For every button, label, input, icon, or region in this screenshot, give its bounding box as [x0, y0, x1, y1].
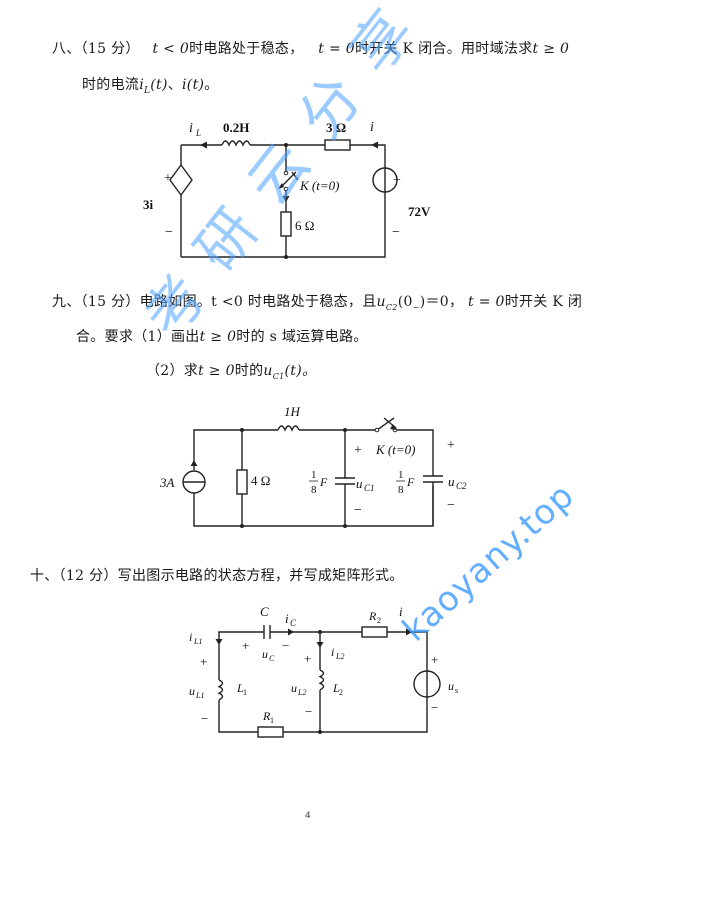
switch-icon	[279, 171, 299, 189]
svg-text:+: +	[200, 654, 207, 669]
svg-text:1: 1	[243, 688, 247, 697]
svg-text:+: +	[304, 651, 311, 666]
svg-text:1: 1	[398, 469, 404, 481]
svg-text:C: C	[260, 604, 269, 619]
svg-text:−: −	[282, 638, 289, 653]
watermark-url: kaoyany.top	[395, 475, 583, 650]
svg-text:L: L	[195, 128, 201, 138]
problem-9-heading: 九、（15 分）	[52, 294, 140, 310]
svg-text:u: u	[189, 684, 195, 698]
svg-text:−: −	[431, 700, 438, 715]
svg-text:−: −	[447, 498, 455, 513]
svg-text:C: C	[269, 654, 275, 663]
capacitor-c2-icon	[423, 475, 443, 483]
svg-text:1: 1	[311, 469, 317, 481]
svg-text:+: +	[354, 443, 362, 458]
svg-text:R: R	[368, 609, 377, 623]
current-source-icon	[182, 470, 206, 494]
svg-text:C: C	[290, 618, 297, 628]
problem-8-line-2: 时的电流iL(t)、i(t)。	[82, 77, 219, 96]
problem-8-heading: 八、（15 分）	[52, 41, 140, 57]
svg-text:i: i	[370, 120, 374, 135]
capacitor-c-icon	[263, 625, 271, 639]
svg-text:−: −	[305, 704, 312, 719]
dependent-source-icon	[169, 163, 193, 197]
svg-text:−: −	[165, 225, 173, 240]
svg-text:s: s	[455, 686, 458, 695]
svg-text:1: 1	[270, 716, 274, 725]
svg-text:L1: L1	[195, 691, 204, 700]
svg-text:F: F	[319, 475, 328, 489]
svg-text:2: 2	[339, 688, 343, 697]
svg-text:K (t=0): K (t=0)	[299, 178, 339, 193]
svg-text:i: i	[285, 611, 289, 626]
svg-text:i: i	[331, 645, 334, 659]
resistor-r1-icon	[257, 726, 284, 738]
svg-text:F: F	[406, 475, 415, 489]
svg-text:u: u	[291, 681, 297, 695]
problem-9-line-3: （2）求t ≥ 0时的uC1(t)。	[146, 363, 317, 381]
svg-text:u: u	[448, 474, 455, 489]
problem-9-line-1: 九、（15 分）电路如图。t <0 时电路处于稳态，且uC2(0−)＝0， t …	[52, 294, 583, 312]
inductor-l1-icon	[217, 679, 224, 701]
svg-text:C1: C1	[364, 483, 375, 493]
resistor-6ohm-icon	[280, 211, 292, 237]
svg-text:4 Ω: 4 Ω	[251, 473, 270, 488]
inductor-l2-icon	[318, 669, 325, 691]
svg-text:i: i	[189, 630, 192, 644]
page-number: 4	[305, 811, 311, 821]
svg-text:u: u	[448, 679, 454, 693]
svg-text:L2: L2	[335, 652, 344, 661]
svg-text:6 Ω: 6 Ω	[295, 218, 314, 233]
svg-text:3i: 3i	[143, 197, 154, 212]
svg-text:+: +	[393, 173, 401, 188]
svg-text:L1: L1	[193, 637, 202, 646]
voltage-source-us-icon	[413, 670, 441, 698]
problem-8-line-1: 八、（15 分） t < 0时电路处于稳态， t = 0时开关 K 闭合。用时域…	[52, 41, 570, 57]
svg-text:K (t=0): K (t=0)	[375, 442, 415, 457]
svg-text:+: +	[242, 638, 249, 653]
resistor-3ohm-icon	[324, 139, 351, 151]
inductor-icon	[221, 140, 251, 147]
switch-icon	[376, 417, 397, 431]
svg-text:72V: 72V	[408, 204, 431, 219]
problem-9-line-2: 合。要求（1）画出t ≥ 0时的 s 域运算电路。	[76, 329, 368, 345]
problem-10-line-1: 十、（12 分）写出图示电路的状态方程，并写成矩阵形式。	[30, 568, 404, 584]
voltage-source-icon	[372, 167, 398, 193]
svg-text:2: 2	[377, 616, 381, 625]
svg-text:R: R	[262, 709, 271, 723]
svg-text:+: +	[431, 652, 438, 667]
capacitor-c1-icon	[335, 477, 355, 485]
resistor-4ohm-icon	[236, 469, 248, 495]
svg-text:8: 8	[398, 484, 404, 496]
inductor-icon	[277, 425, 300, 432]
svg-text:+: +	[447, 438, 455, 453]
svg-text:L: L	[236, 681, 244, 695]
svg-text:3 Ω: 3 Ω	[326, 120, 346, 135]
svg-text:i: i	[399, 604, 403, 619]
svg-text:1H: 1H	[284, 404, 301, 419]
svg-text:−: −	[201, 711, 208, 726]
problem-10-heading: 十、（12 分）	[30, 568, 118, 584]
svg-text:C2: C2	[456, 481, 467, 491]
svg-text:u: u	[356, 476, 363, 491]
svg-text:−: −	[354, 503, 362, 518]
svg-text:0.2H: 0.2H	[223, 120, 249, 135]
svg-text:u: u	[262, 647, 268, 661]
svg-text:−: −	[392, 225, 400, 240]
svg-text:L2: L2	[297, 688, 306, 697]
svg-text:8: 8	[311, 484, 317, 496]
svg-text:3A: 3A	[159, 475, 175, 490]
svg-text:+: +	[164, 171, 172, 186]
svg-text:L: L	[332, 681, 340, 695]
resistor-r2-icon	[361, 626, 388, 638]
svg-text:i: i	[189, 121, 193, 136]
